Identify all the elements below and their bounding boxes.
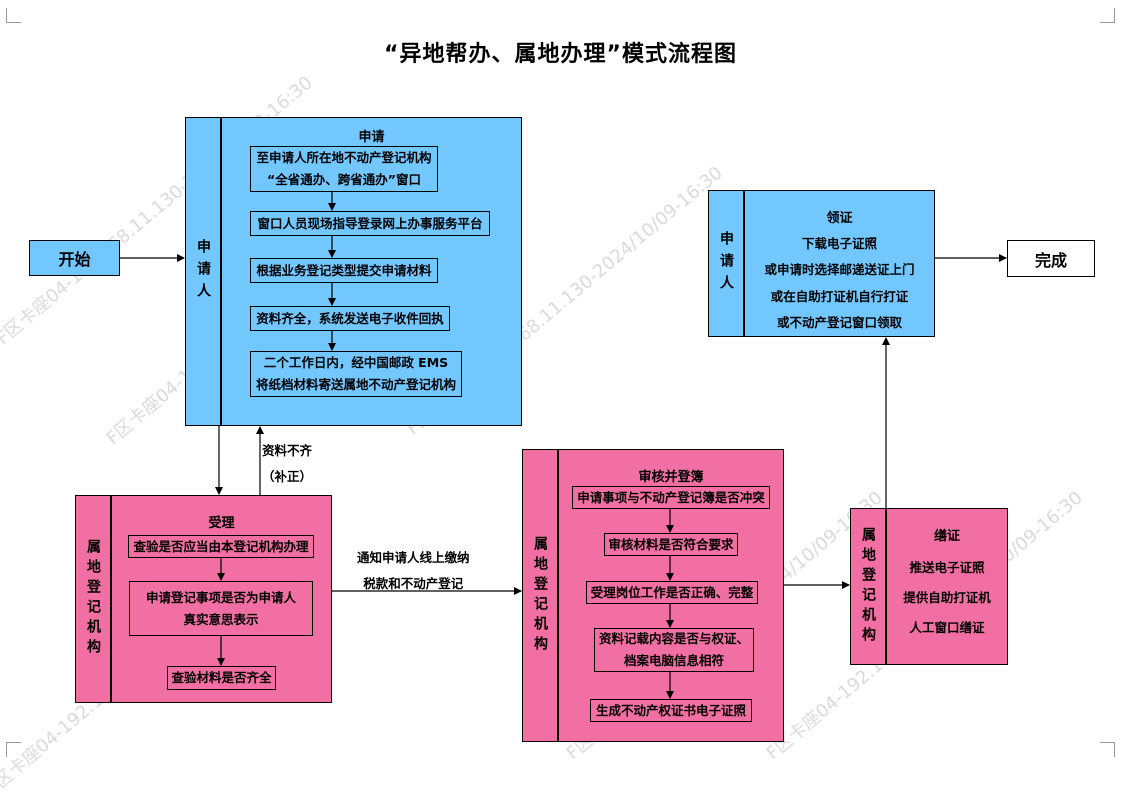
page-title: “异地帮办、属地办理”模式流程图: [384, 42, 737, 67]
flow-arrows: [120, 192, 1007, 699]
receive-lane-head: 领证: [826, 211, 853, 226]
corner-mark-bl: [6, 742, 21, 757]
review-step-4: 资料记载内容是否与权证、档案电脑信息相符: [594, 628, 754, 672]
issue-lane-label: 属地登记机构: [860, 526, 876, 647]
apply-lane-head: 申请: [358, 130, 385, 145]
apply-step-2: 窗口人员现场指导登录网上办事服务平台: [250, 211, 490, 236]
start-node: 开始: [29, 240, 120, 276]
review-step-5: 生成不动产权证书电子证照: [590, 699, 752, 722]
issue-lane: 属地登记机构 缮证 推送电子证照 提供自助打证机 人工窗口缮证: [850, 508, 1008, 665]
apply-step-3: 根据业务登记类型提交申请材料: [250, 258, 438, 283]
notify-note: 通知申请人线上缴纳 税款和不动产登记: [357, 550, 470, 592]
receive-lane: 申请人 领证 下载电子证照 或申请时选择邮递送证上门 或在自助打证机自行打证 或…: [708, 190, 935, 337]
apply-lane-label: 申请人: [195, 238, 211, 305]
review-lane-head: 审核并登簿: [638, 470, 704, 485]
accept-step-3: 查验材料是否齐全: [167, 666, 276, 690]
apply-step-1: 至申请人所在地不动产登记机构“全省通办、跨省通办”窗口: [250, 146, 438, 192]
incomplete-note: 资料不齐 （补正）: [262, 443, 313, 485]
review-lane: 属地登记机构 审核并登簿: [522, 449, 784, 742]
issue-lines: 推送电子证照 提供自助打证机 人工窗口缮证: [903, 560, 991, 635]
accept-step-1: 查验是否应当由本登记机构办理: [128, 535, 314, 558]
finish-node: 完成: [1007, 240, 1095, 277]
corner-mark-br: [1100, 742, 1115, 757]
review-step-1: 申请事项与不动产登记簿是否冲突: [572, 486, 770, 509]
accept-lane-head: 受理: [208, 516, 235, 531]
apply-lane: 申请人 申请: [185, 117, 522, 426]
apply-step-4: 资料齐全，系统发送电子收件回执: [250, 306, 450, 331]
review-step-2: 审核材料是否符合要求: [604, 533, 738, 556]
corner-mark-tl: [6, 8, 21, 23]
review-lane-label: 属地登记机构: [532, 535, 548, 656]
accept-step-2: 申请登记事项是否为申请人真实意思表示: [129, 581, 313, 636]
receive-lane-label: 申请人: [718, 230, 734, 297]
issue-lane-head: 缮证: [933, 529, 960, 544]
accept-lane: 属地登记机构 受理: [75, 495, 332, 703]
receive-lines: 下载电子证照 或申请时选择邮递送证上门 或在自助打证机自行打证 或不动产登记窗口…: [764, 236, 915, 330]
accept-lane-label: 属地登记机构: [85, 539, 101, 659]
review-step-3: 受理岗位工作是否正确、完整: [586, 581, 758, 604]
corner-mark-tr: [1100, 8, 1115, 23]
